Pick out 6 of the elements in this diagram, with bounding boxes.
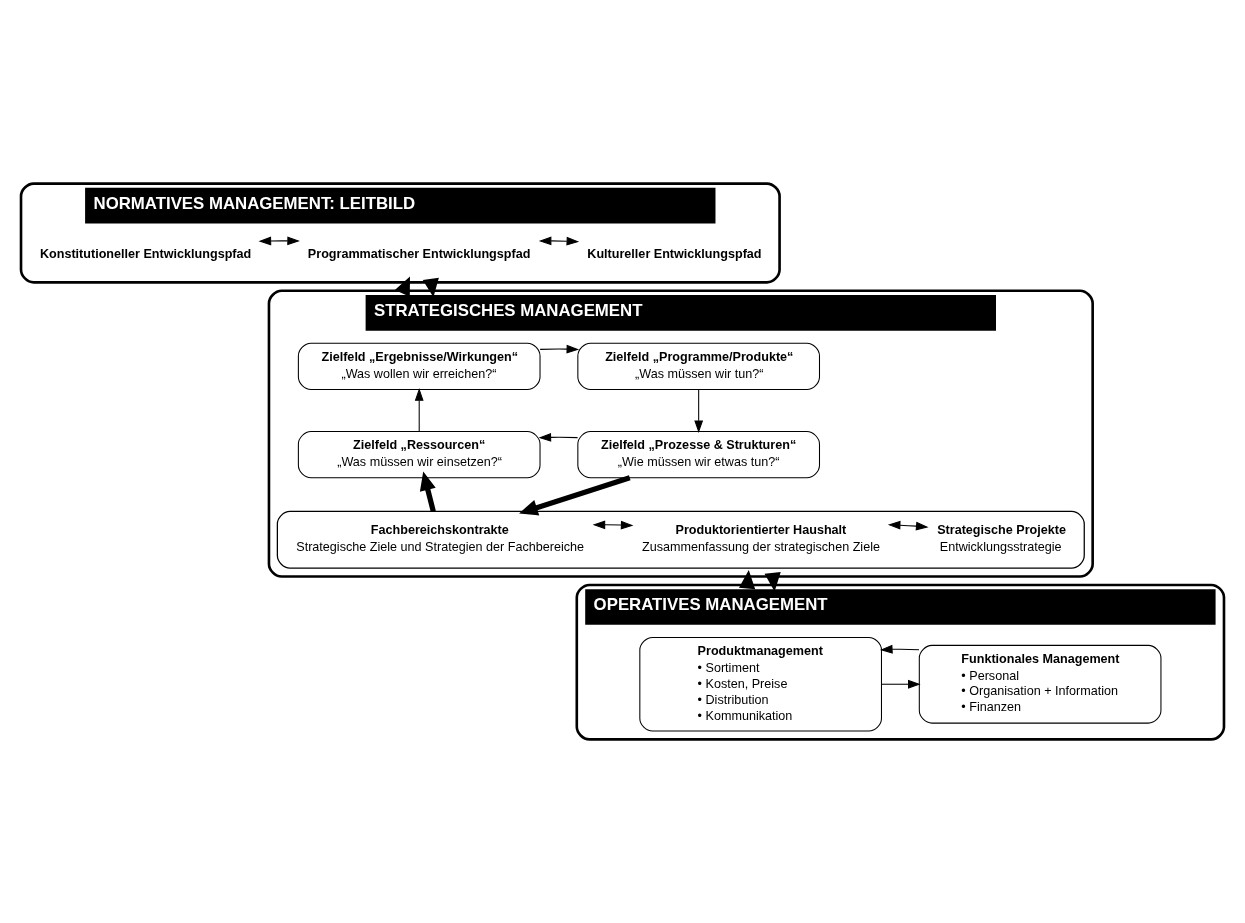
node-text: Konstitutioneller Entwicklungspfad xyxy=(39,246,252,261)
node-text: Strategische Projekte Entwicklungsstrategie xyxy=(937,523,1066,554)
node-text: Produktorientierter Haushalt Zusammenfassung der strategischen Ziele xyxy=(641,523,880,554)
node-text: Kultureller Entwicklungspfad xyxy=(587,246,762,261)
node-text: Programmatischer Entwicklungspfad xyxy=(307,246,531,261)
node-text: Fachbereichskontrakte Strategische Ziele und Strategien der Fachbereiche xyxy=(296,523,585,554)
